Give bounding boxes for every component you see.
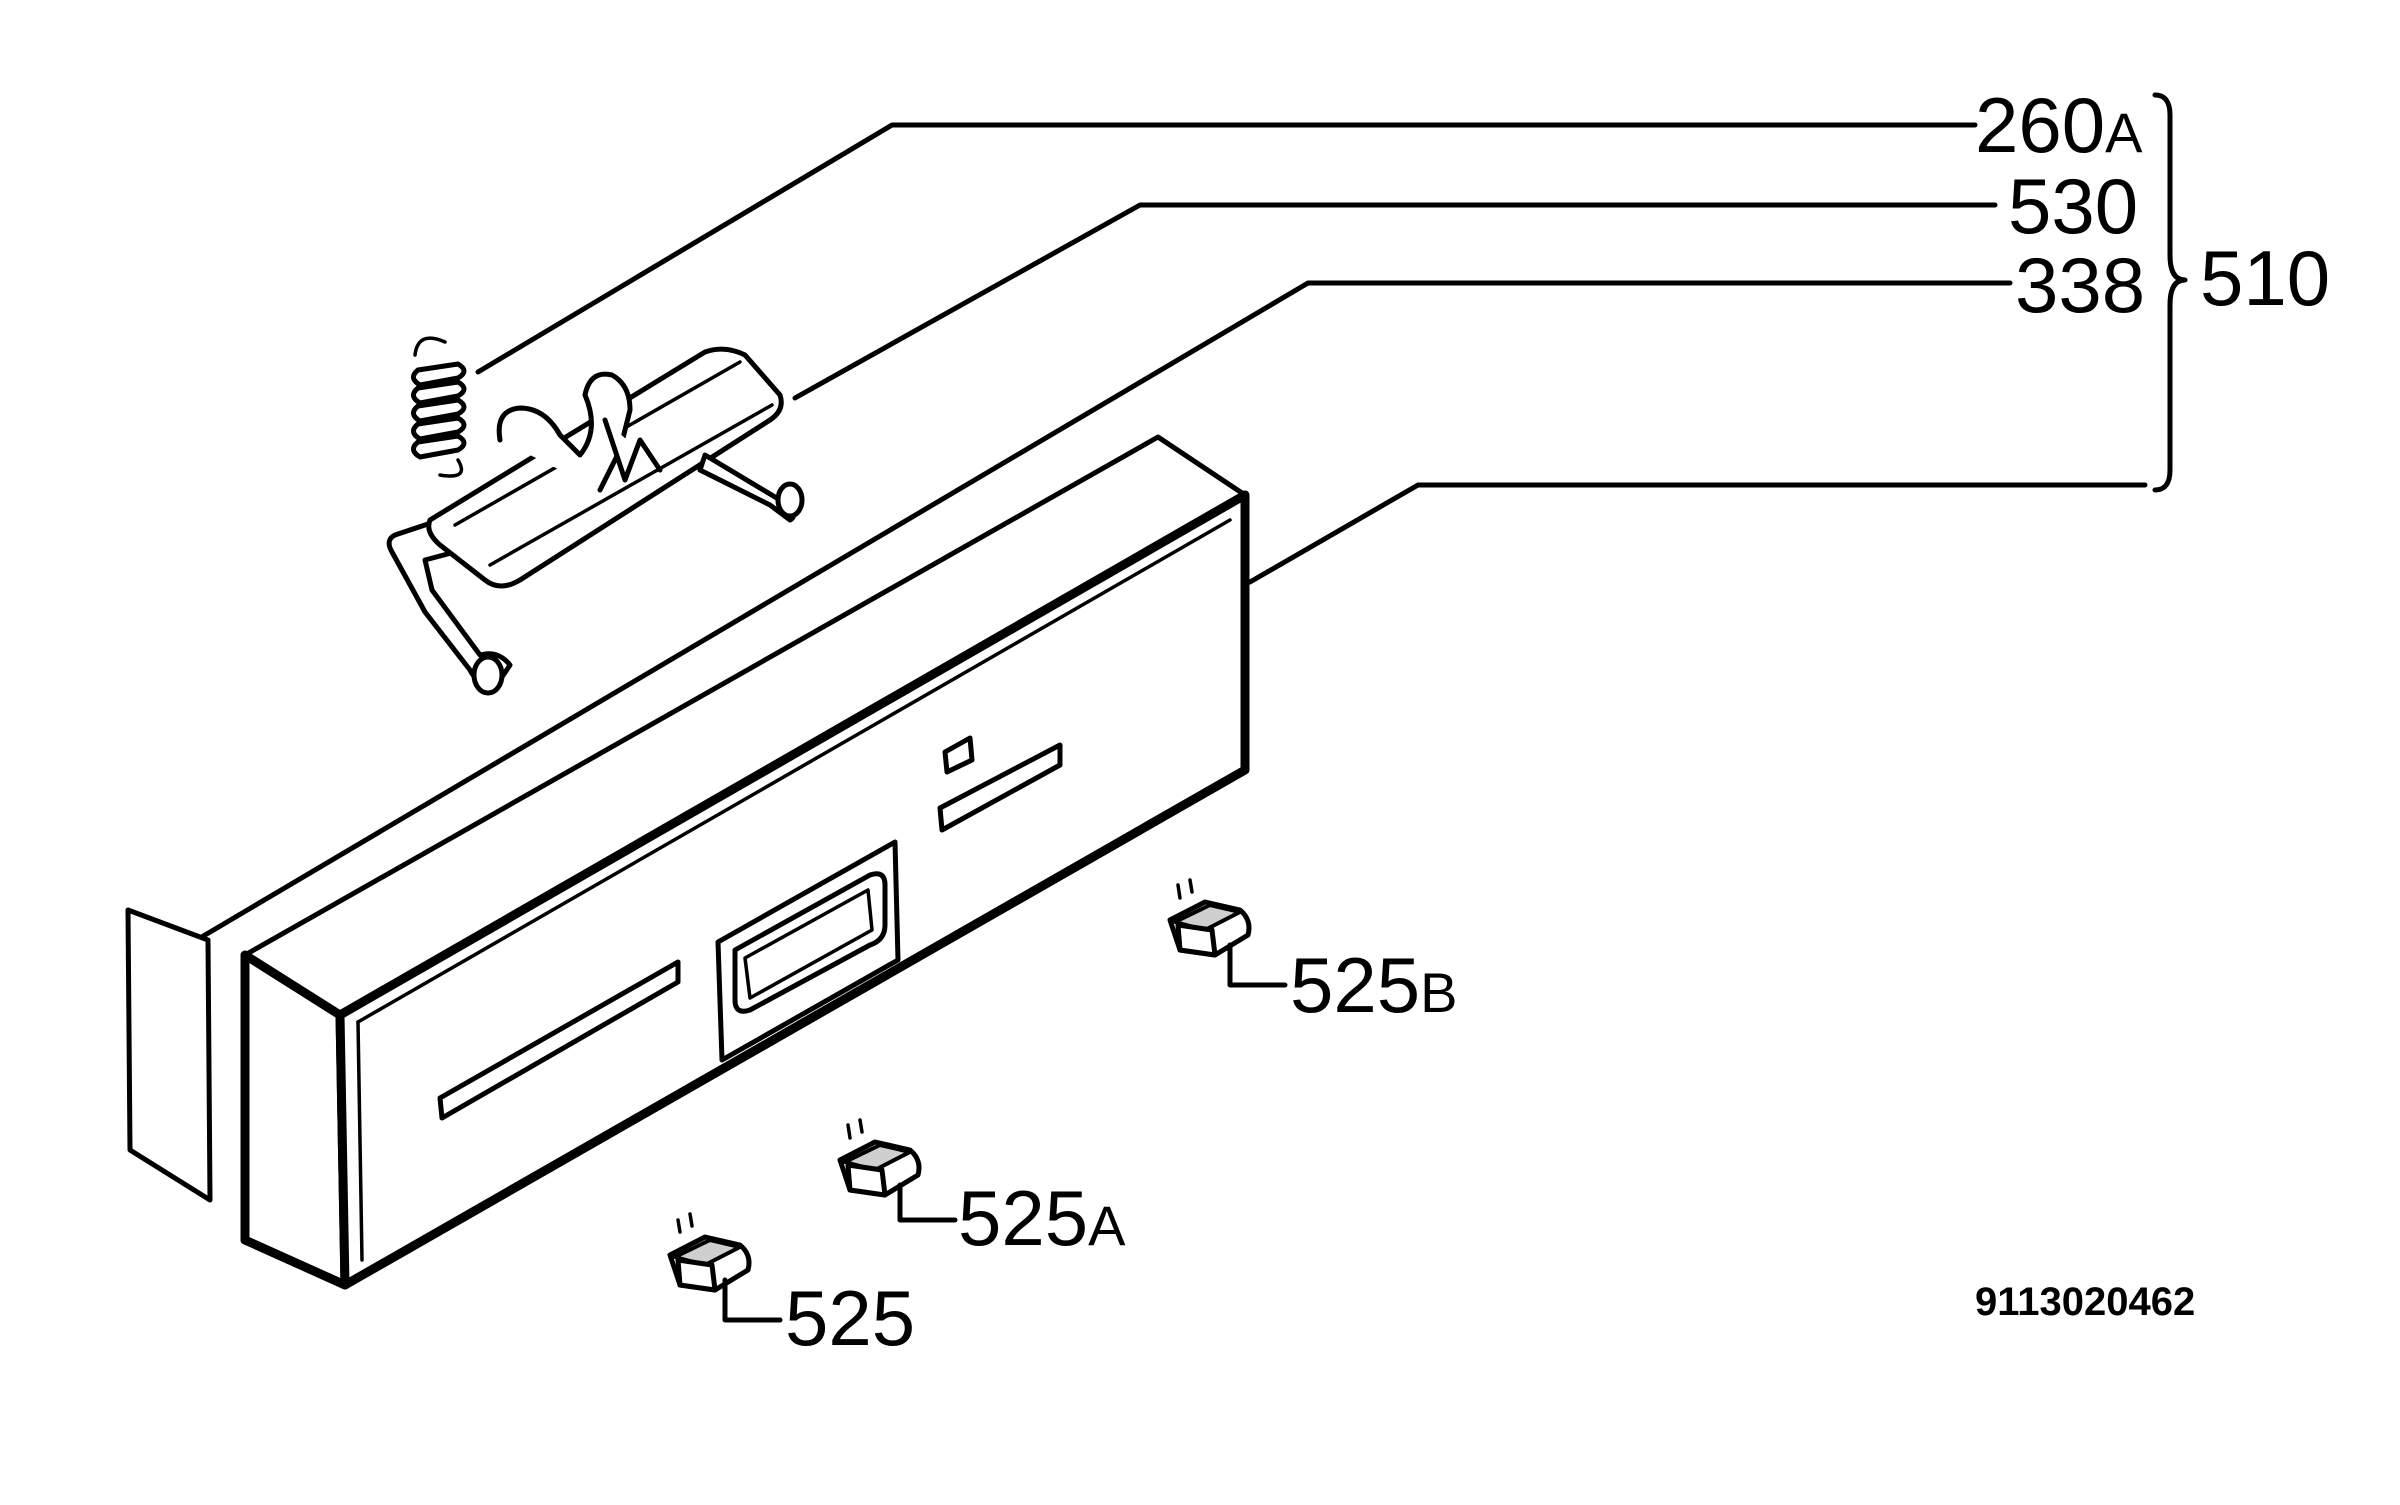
knob-525a-part	[837, 1118, 958, 1223]
group-bracket	[2152, 92, 2188, 493]
knob-525b-part	[1167, 878, 1288, 988]
label-530: 530	[2008, 162, 2138, 250]
control-panel-part	[240, 434, 1250, 1290]
leader-338	[197, 280, 2013, 941]
label-510: 510	[2200, 234, 2330, 322]
knob-525-part	[667, 1212, 783, 1323]
label-338: 338	[2015, 241, 2145, 329]
leader-lines	[197, 122, 2148, 941]
label-525a: 525A	[958, 1174, 1126, 1262]
label-525: 525	[785, 1274, 915, 1362]
leader-260a	[475, 122, 1978, 375]
end-cap-part	[125, 907, 213, 1203]
label-525b: 525B	[1290, 941, 1458, 1029]
label-260a: 260A	[1975, 81, 2143, 169]
spring-part	[411, 336, 467, 478]
drawing-code: 9113020462	[1975, 1280, 2195, 1324]
leader-530	[792, 202, 1998, 401]
leader-510-panel	[1247, 482, 2148, 585]
handle-latch-part	[386, 346, 805, 696]
